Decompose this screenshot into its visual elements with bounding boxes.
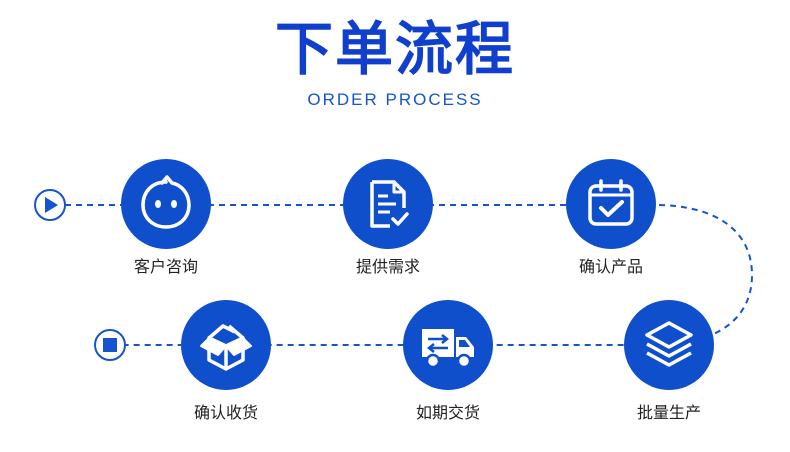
step-mass-production[interactable] [624, 300, 714, 390]
step-label-confirm-receipt: 确认收货 [193, 403, 258, 422]
step-confirm-product[interactable] [566, 159, 656, 249]
step-provide-requirements[interactable] [343, 159, 433, 249]
open-box-icon [200, 324, 252, 371]
page-title: 下单流程 [274, 15, 515, 83]
layers-icon [645, 321, 693, 367]
start-play-icon[interactable] [34, 189, 66, 221]
step-label-provide-requirements: 提供需求 [355, 257, 420, 276]
step-label-customer-consult: 客户咨询 [133, 257, 198, 276]
step-on-time-delivery[interactable] [403, 300, 493, 390]
step-confirm-receipt[interactable] [181, 300, 271, 390]
calendar-check-icon [588, 179, 634, 226]
end-stop-icon[interactable] [94, 329, 126, 361]
step-label-mass-production: 批量生产 [636, 403, 701, 422]
chat-face-icon [141, 175, 191, 229]
step-label-confirm-product: 确认产品 [578, 257, 643, 276]
page-subtitle: ORDER PROCESS [307, 90, 483, 109]
step-label-on-time-delivery: 如期交货 [415, 403, 480, 422]
document-check-icon [370, 180, 409, 228]
step-customer-consult[interactable] [121, 159, 211, 249]
delivery-truck-icon [422, 329, 474, 369]
